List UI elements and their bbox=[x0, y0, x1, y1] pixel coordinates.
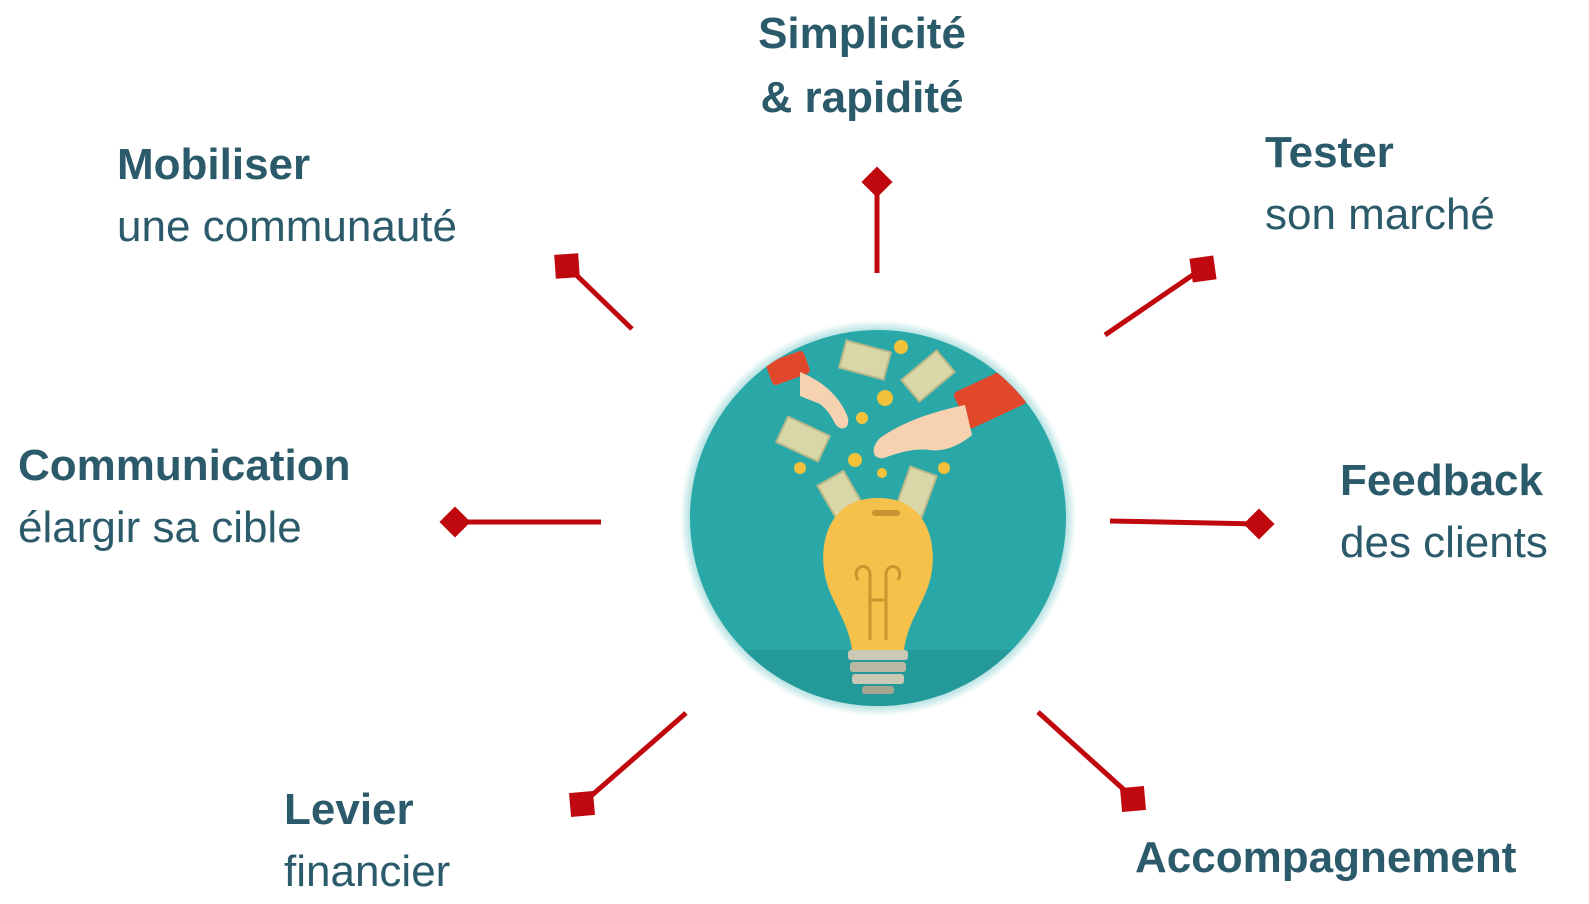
lightbulb-piggy-bank-hands-money-icon bbox=[680, 320, 1076, 716]
item-simplicite: Simplicité & rapidité bbox=[742, 2, 982, 130]
item-tester: Tester son marché bbox=[1265, 122, 1495, 246]
item-mobiliser-title: Mobiliser bbox=[117, 140, 311, 189]
connector-accompagnement bbox=[1036, 710, 1147, 813]
item-mobiliser: Mobiliser une communauté bbox=[117, 134, 457, 258]
item-communication: Communication élargir sa cible bbox=[18, 435, 350, 559]
item-accompagnement-title: Accompagnement bbox=[1135, 833, 1517, 882]
item-feedback-title: Feedback bbox=[1340, 456, 1543, 505]
square-marker-icon bbox=[568, 790, 596, 818]
lightbulb-icon bbox=[823, 498, 933, 694]
item-mobiliser-subtitle: une communauté bbox=[117, 202, 457, 251]
item-levier-title: Levier bbox=[284, 785, 414, 834]
item-simplicite-subtitle: & rapidité bbox=[760, 73, 964, 122]
item-feedback-subtitle: des clients bbox=[1340, 518, 1548, 567]
item-levier: Levier financier bbox=[284, 779, 450, 903]
item-levier-subtitle: financier bbox=[284, 847, 451, 896]
item-simplicite-title: Simplicité bbox=[758, 9, 966, 58]
connector-communication bbox=[439, 506, 601, 538]
coin-icon bbox=[794, 340, 950, 478]
right-hand-icon bbox=[873, 367, 1027, 459]
connector-tester bbox=[1103, 255, 1217, 338]
left-hand-icon bbox=[766, 351, 849, 429]
square-marker-icon bbox=[1119, 785, 1147, 813]
item-communication-subtitle: élargir sa cible bbox=[18, 503, 302, 552]
connector-levier bbox=[568, 711, 688, 818]
item-tester-subtitle: son marché bbox=[1265, 190, 1495, 239]
item-communication-title: Communication bbox=[18, 441, 351, 490]
connector-mobiliser bbox=[554, 253, 634, 331]
item-accompagnement: Accompagnement bbox=[1135, 827, 1516, 889]
item-feedback: Feedback des clients bbox=[1340, 450, 1548, 574]
square-marker-icon bbox=[1189, 255, 1217, 283]
square-marker-icon bbox=[554, 253, 580, 279]
item-tester-title: Tester bbox=[1265, 128, 1394, 177]
diamond-marker-icon bbox=[439, 506, 471, 538]
